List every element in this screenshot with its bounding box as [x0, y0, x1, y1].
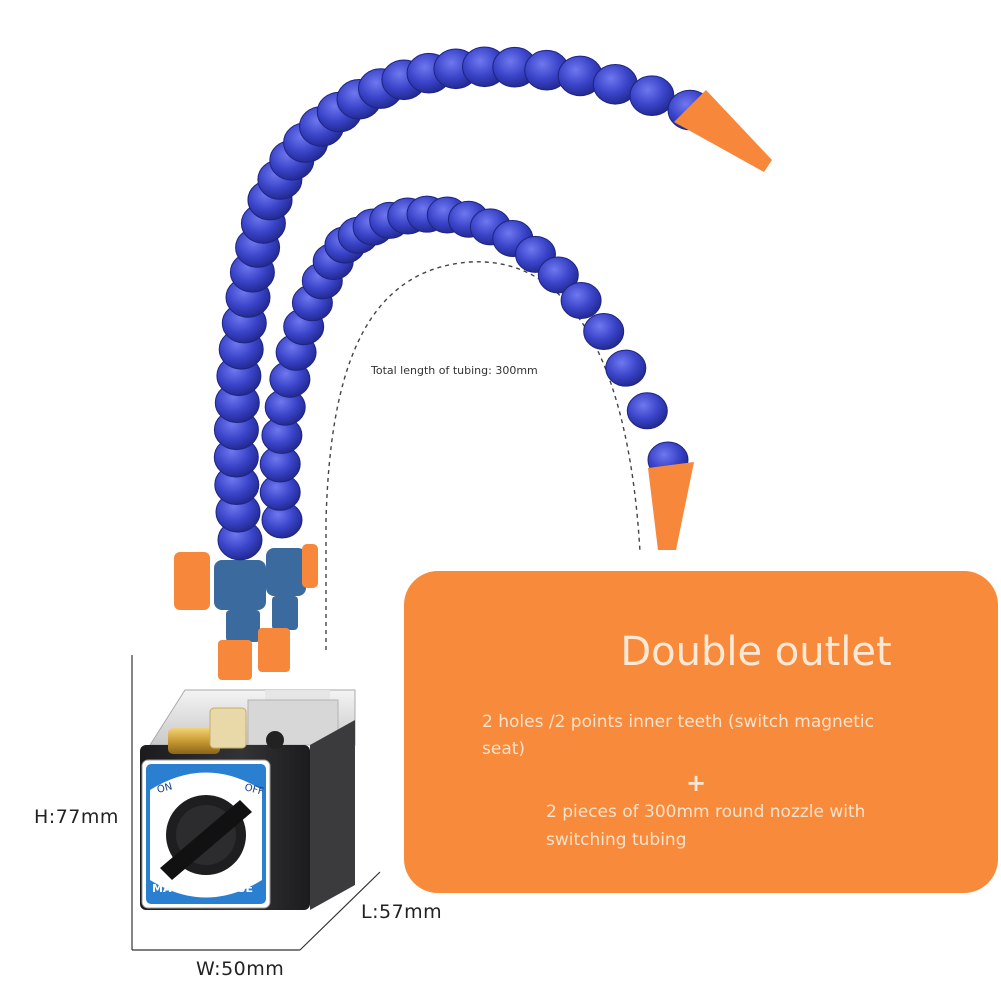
magnetic-base	[140, 689, 356, 910]
base-name-label: MAGNETIC BASE	[152, 882, 253, 895]
tube-segment	[605, 349, 647, 387]
tube-segment	[626, 392, 668, 430]
tubing-length-arc	[325, 261, 641, 650]
base-on-label: ON	[156, 781, 174, 796]
feature-panel-title: Double outlet	[620, 629, 892, 675]
feature-panel-line-1: 2 holes /2 points inner teeth (switch ma…	[482, 712, 874, 759]
tube-segment	[629, 75, 675, 116]
valve-fittings	[174, 544, 318, 680]
inner-tube	[259, 195, 689, 539]
feature-panel-line-2: 2 pieces of 300mm round nozzle with swit…	[546, 802, 866, 850]
tube-segment	[560, 282, 602, 319]
base-off-label: OFF	[243, 782, 265, 798]
height-dimension-label: H:77mm	[34, 806, 119, 828]
tubing-length-label: Total length of tubing: 300mm	[371, 364, 538, 377]
dimension-lines	[131, 655, 381, 951]
feature-panel: Double outlet 2 holes /2 points inner te…	[404, 571, 998, 893]
tube-segment	[583, 313, 625, 350]
feature-panel-plus: +	[686, 769, 707, 797]
outer-tube	[213, 46, 713, 561]
length-dimension-label: L:57mm	[361, 901, 443, 923]
tube-segment	[537, 256, 579, 294]
width-dimension-label: W:50mm	[196, 958, 285, 980]
inner-nozzle	[648, 462, 694, 550]
outer-nozzle	[674, 90, 772, 172]
